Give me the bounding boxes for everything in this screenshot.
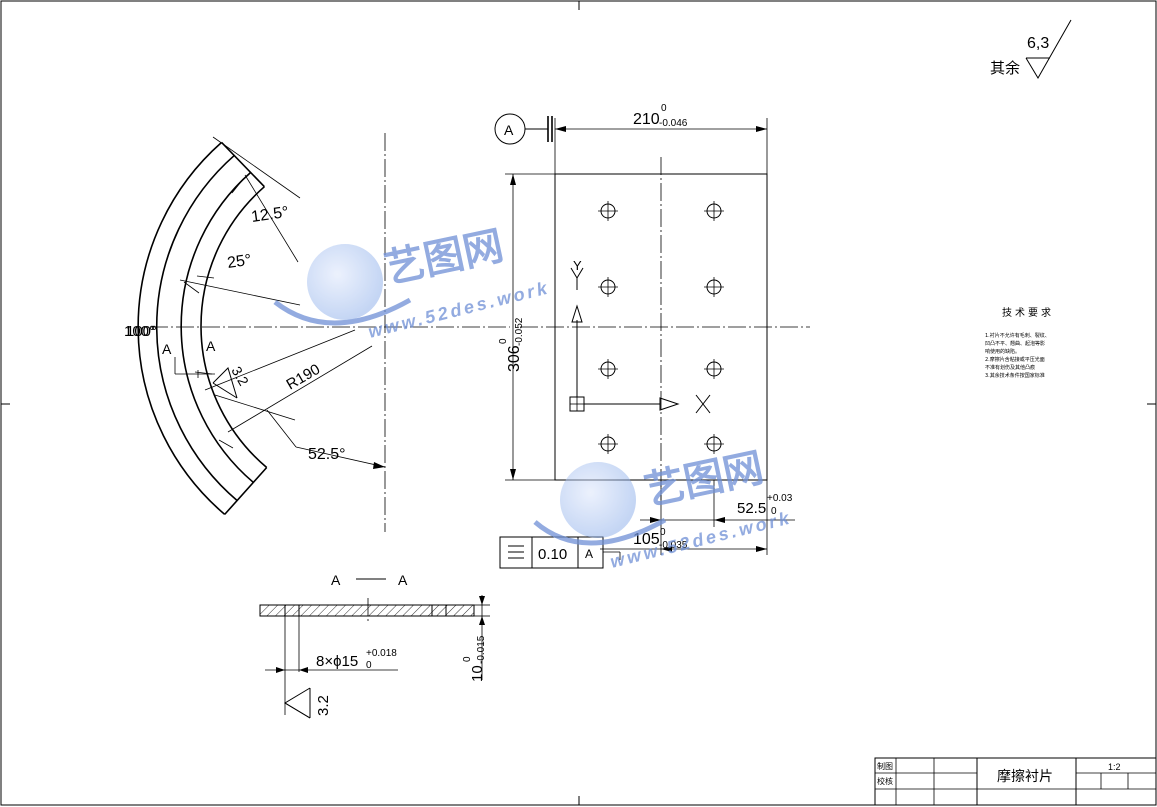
dim-width-tol-upper: 0 [661, 103, 667, 114]
dim-angle-25: 25° [226, 252, 252, 272]
dim-width-value: 210 [633, 111, 660, 128]
title-block-part-name: 摩擦衬片 [997, 768, 1053, 784]
section-view: A A 8×ϕ15 +0.018 0 10 0 -0.015 3.2 [259, 572, 490, 719]
dim-holes-tol-lower: 0 [366, 660, 372, 671]
title-block: 制图 校核 摩擦衬片 1:2 [874, 757, 1157, 806]
tech-requirement-line: 不准有划伤及其他凸痕 [985, 365, 1036, 371]
axis-y-label: Y [573, 258, 582, 273]
arc-lining-view [137, 133, 510, 532]
dim-offset-value: 52.5 [737, 500, 766, 517]
dim-height-tol-upper: 0 [498, 338, 509, 344]
hole [704, 201, 724, 221]
watermark-brand: 艺图网 [381, 224, 508, 292]
dim-thickness-value: 10 [469, 665, 486, 682]
dim-half-tol-lower: -0.035 [659, 540, 688, 551]
tech-requirement-line: 凹凸不平、翘曲、起泡等影 [985, 341, 1046, 347]
dim-radius: R190 [284, 361, 324, 394]
title-block-checked: 校核 [877, 776, 893, 786]
dim-height-tol-lower: -0.052 [514, 317, 525, 346]
ucs-axis-icon [569, 267, 711, 414]
dim-angle-100: 100° [124, 323, 155, 340]
dim-angle-52-5: 52.5° [308, 446, 346, 463]
dim-offset-tol-lower: 0 [771, 506, 777, 517]
tech-requirements: 技术要求 1.衬片不允许有毛刺、裂纹、 凹凸不平、翘曲、起泡等影 响使用的缺陷。… [985, 309, 1075, 380]
datum-label: A [504, 122, 514, 138]
roughness-other-label: 其余 [990, 59, 1020, 77]
hole [598, 277, 618, 297]
hole [598, 201, 618, 221]
plate-front-view [494, 113, 810, 555]
tech-requirement-line: 1.衬片不允许有毛刺、裂纹、 [985, 333, 1050, 339]
hole [704, 277, 724, 297]
tolerance-datum: A [585, 547, 593, 561]
dim-offset-tol-upper: +0.03 [767, 493, 793, 504]
hole-pattern [598, 201, 724, 454]
title-block-drawn: 制图 [877, 761, 893, 771]
tolerance-frame: 0.10 A [499, 536, 621, 569]
section-title-left: A [331, 572, 341, 588]
tech-requirement-line: 2.摩擦片含粘接或平压光面 [985, 357, 1045, 363]
dim-holes-value: 8×ϕ15 [316, 653, 358, 670]
roughness-arc-value: 3.2 [228, 364, 252, 389]
hole [598, 359, 618, 379]
roughness-other-symbol: 其余 6,3 [990, 19, 1072, 79]
dim-angle-12-5: 12.5° [250, 204, 290, 226]
roughness-arc-symbol: 3.2 [212, 364, 252, 399]
dim-height-value: 306 [506, 345, 523, 372]
tech-requirement-line: 响使用的缺陷。 [985, 349, 1021, 355]
hole [704, 434, 724, 454]
section-mark-right: A [206, 338, 216, 354]
watermark-globe-icon [560, 462, 636, 538]
hole [704, 359, 724, 379]
watermark-1: 艺图网 www.52des.work [273, 224, 552, 342]
section-title-right: A [398, 572, 408, 588]
tech-requirements-title: 技术要求 [1002, 308, 1054, 319]
title-block-scale: 1:2 [1108, 762, 1121, 772]
watermark-globe-icon [307, 244, 383, 320]
roughness-other-value: 6,3 [1027, 35, 1049, 52]
dim-width-tol-lower: -0.046 [659, 118, 688, 129]
dim-half-tol-upper: 0 [660, 527, 666, 538]
tolerance-value: 0.10 [538, 546, 567, 563]
roughness-section-value: 3.2 [315, 695, 332, 716]
dim-half-width-value: 105 [633, 531, 660, 548]
dim-thickness-tol-lower: -0.015 [476, 635, 487, 664]
dim-holes-tol-upper: +0.018 [366, 648, 397, 659]
dim-thickness-tol-upper: 0 [462, 656, 473, 662]
section-mark-left: A [162, 341, 172, 357]
hole [598, 434, 618, 454]
tech-requirement-line: 3.其余技术条件按国家标准 [985, 373, 1045, 379]
dim-angle-100-overlap: 100° [126, 323, 157, 340]
